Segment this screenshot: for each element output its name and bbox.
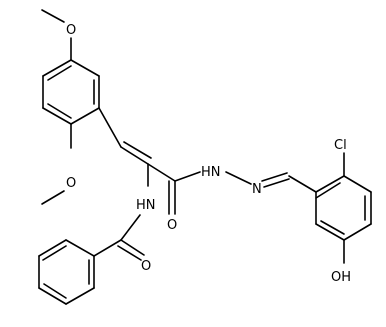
bond: [288, 175, 317, 193]
bond: [120, 214, 141, 241]
chlorine: Cl: [334, 138, 347, 153]
bond: [120, 146, 149, 165]
bond: [47, 103, 72, 119]
bond: [225, 171, 252, 185]
bond: [315, 175, 345, 193]
chlorohydroxyphenyl-ring: [288, 175, 372, 241]
bond: [261, 172, 288, 182]
bond: [98, 107, 122, 148]
methoxy-oxygen-top: O: [66, 23, 76, 38]
bond: [43, 283, 67, 299]
bond: [65, 287, 95, 305]
bond: [174, 171, 201, 182]
methoxy-oxygen-left: O: [66, 176, 76, 191]
bond: [343, 223, 372, 241]
imine-nitrogen: N: [252, 182, 262, 197]
bond: [42, 107, 72, 125]
bond: [38, 287, 67, 305]
bond: [120, 239, 145, 256]
bond: [47, 65, 72, 81]
bond: [42, 245, 67, 261]
bond: [41, 190, 65, 205]
bond: [147, 163, 176, 182]
carbonyl-oxygen: O: [167, 218, 177, 233]
bond: [42, 59, 72, 77]
bond: [117, 245, 142, 261]
benzamide-oxygen: O: [141, 259, 151, 274]
bond: [38, 239, 67, 257]
bond: [320, 220, 345, 235]
bond: [70, 59, 100, 77]
bond: [93, 239, 122, 257]
bond: [263, 178, 290, 188]
benzoyl-phenyl-ring: [38, 239, 95, 305]
bond: [343, 175, 372, 193]
amide-nh: HN: [136, 198, 156, 213]
hydroxyl: OH: [331, 270, 351, 285]
bond: [315, 182, 341, 199]
dimethoxyphenyl-ring: [42, 59, 100, 125]
hydrazide-nh: HN: [201, 165, 221, 180]
bond: [123, 141, 152, 159]
bond: [315, 223, 345, 241]
bond: [41, 9, 65, 23]
bond: [65, 239, 95, 257]
bond: [70, 107, 100, 125]
